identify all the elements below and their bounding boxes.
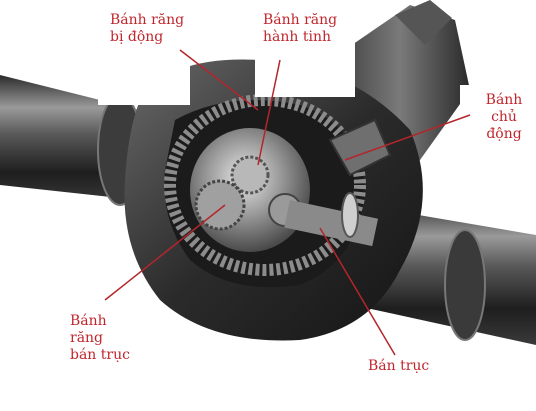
label-drive-gear: Bánh chủ động — [478, 92, 530, 143]
side-gear — [194, 179, 246, 231]
pinion-yoke — [395, 0, 452, 45]
label-half-shaft: Bán trục — [368, 358, 429, 375]
label-drive-gear-line-2: chủ — [491, 109, 517, 125]
label-side-gear: Bánh răng bán trục — [70, 313, 130, 364]
planet-gear — [230, 155, 270, 195]
leader-half-shaft — [319, 227, 396, 356]
label-drive-gear-line-1: Bánh — [485, 92, 523, 108]
leader-driven-gear — [179, 49, 259, 111]
label-drive-gear-line-3: động — [486, 126, 522, 142]
ring-gear — [164, 94, 366, 276]
label-driven-gear: Bánh răng bị động — [110, 12, 184, 46]
label-driven-gear-line-2: bị động — [110, 29, 164, 45]
right-axle-flange — [444, 229, 486, 341]
leader-planet-gear — [257, 59, 281, 166]
label-half-shaft-line-1: Bán trục — [368, 358, 430, 374]
label-side-gear-line-1: Bánh — [70, 313, 107, 329]
drive-pinion — [328, 118, 392, 177]
label-planet-gear-line-2: hành tinh — [263, 29, 331, 45]
label-side-gear-line-2: răng — [70, 330, 104, 346]
label-planet-gear: Bánh răng hành tinh — [263, 12, 337, 46]
leader-side-gear — [104, 204, 226, 301]
leader-drive-gear — [344, 114, 471, 161]
label-side-gear-line-3: bán trục — [70, 347, 130, 363]
label-planet-gear-line-1: Bánh răng — [263, 12, 338, 28]
label-driven-gear-line-1: Bánh răng — [110, 12, 185, 28]
